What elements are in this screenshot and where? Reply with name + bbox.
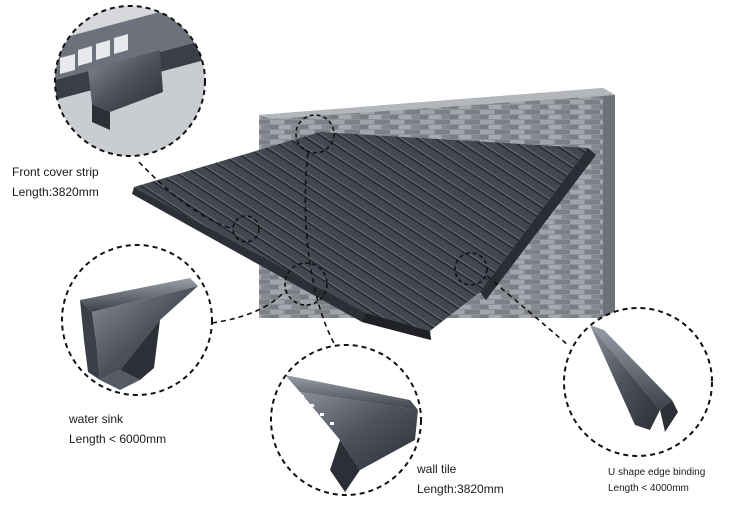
front-cover-strip-length: Length:3820mm	[12, 185, 99, 199]
wall-tile-label: wall tile	[417, 462, 457, 476]
detail-front-cover-strip	[54, 5, 206, 157]
detail-water-sink	[61, 244, 213, 396]
detail-u-shape-edge-binding	[563, 307, 713, 457]
front-cover-strip-label: Front cover strip	[12, 165, 99, 179]
roof-panel	[132, 132, 596, 340]
detail-wall-tile	[270, 344, 422, 496]
water-sink-length: Length < 6000mm	[69, 432, 167, 446]
detail-markers	[232, 114, 488, 306]
wall-tile-length: Length:3820mm	[417, 482, 504, 496]
u-shape-length: Length < 4000mm	[608, 483, 689, 494]
water-sink-label: water sink	[69, 412, 124, 426]
leader-lines	[138, 152, 569, 346]
u-shape-label: U shape edge binding	[608, 467, 706, 478]
